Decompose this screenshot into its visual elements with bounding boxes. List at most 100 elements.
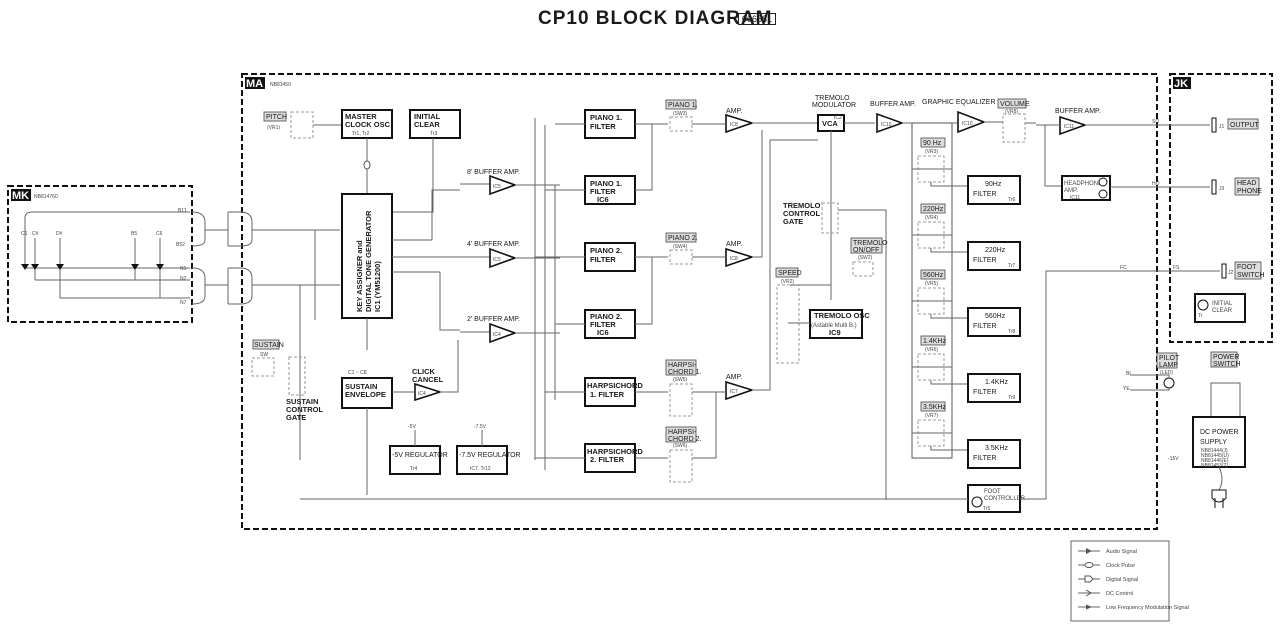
switch-label: HARPSI- bbox=[668, 362, 697, 369]
ic-label: IC10 bbox=[881, 122, 892, 128]
mk-key-matrix: C1 C# D# B5 C6 B11 B52 N1 N2 N7 bbox=[21, 208, 190, 306]
block-label: ENVELOPE bbox=[345, 390, 386, 399]
foot-switch-jack[interactable]: J2 FOOT SWITCH FS FC bbox=[1120, 261, 1265, 280]
graphic-equalizer-label: GRAPHIC EQUALIZER bbox=[922, 99, 996, 106]
legend-item-audio-signal: Audio Signal bbox=[1078, 548, 1137, 555]
legend-label: Low Frequency Modulation Signal bbox=[1106, 605, 1189, 611]
piano2-switch[interactable]: PIANO 2. (SW4) bbox=[665, 232, 698, 265]
block-ref: IC7, Tr12 bbox=[470, 466, 491, 472]
jack-label: PHONE bbox=[1237, 188, 1262, 195]
block-label: CONTROL bbox=[783, 209, 820, 218]
harpsichord1-switch[interactable]: HARPSI- CHORD 1. (SW5) bbox=[665, 359, 702, 417]
eq-filter-ref: Tr6 bbox=[1008, 197, 1016, 203]
ic-label: IC6 bbox=[597, 328, 609, 337]
legend-label: DC Control bbox=[1106, 591, 1133, 597]
eq-filter-label: FILTER bbox=[973, 455, 997, 462]
switch-ref: (SW3) bbox=[673, 111, 688, 117]
jack-label: HEAD bbox=[1237, 180, 1256, 187]
pin-label: SO bbox=[1152, 119, 1159, 125]
harpsichord2-switch[interactable]: HARPSI- CHORD 2. (SW6) bbox=[665, 426, 702, 483]
piano1-switch[interactable]: PIANO 1. (SW3) bbox=[665, 99, 698, 132]
eq-band-tag bbox=[920, 137, 946, 148]
volume-potentiometer[interactable]: VOLUME (VR8) bbox=[997, 98, 1030, 143]
clock-pulse-icon bbox=[1084, 562, 1094, 568]
jack-ref: J2 bbox=[1228, 270, 1234, 276]
eq-band-label: 3.5KHz bbox=[923, 404, 946, 411]
volume-label: VOLUME bbox=[1000, 101, 1030, 108]
pin-label: BL bbox=[1126, 371, 1132, 377]
pitch-tag bbox=[263, 111, 287, 122]
eq-filter-ref: Tr9 bbox=[1008, 395, 1016, 401]
sustain-control-gate bbox=[288, 356, 306, 396]
block-label: TREMOLO OSC bbox=[814, 311, 870, 320]
block-label: SUPPLY bbox=[1200, 439, 1227, 446]
block-label: PIANO 1. bbox=[590, 179, 622, 188]
eq-filter-block bbox=[967, 373, 1021, 403]
document-number: 006881 bbox=[738, 13, 777, 25]
output-jack[interactable]: J1 OUTPUT SO bbox=[1152, 117, 1260, 133]
block-label: HEADPHONE bbox=[1064, 181, 1102, 187]
legend-label: Audio Signal bbox=[1106, 549, 1137, 555]
block-label: HARPSICHORD bbox=[587, 381, 643, 390]
headphone-jack[interactable]: J3 HEAD PHONE HO bbox=[1152, 177, 1262, 196]
part-number: NB81445(U) bbox=[1201, 453, 1229, 459]
block-ref: Tr1, Tr2 bbox=[352, 131, 370, 137]
eq-filter-label: FILTER bbox=[973, 191, 997, 198]
ic-label: IC4 bbox=[493, 332, 501, 338]
ic-label: IC8 bbox=[730, 256, 738, 262]
block-label: BUFFER AMP. bbox=[1055, 108, 1101, 115]
connector-pin: N2 bbox=[180, 276, 187, 282]
audio-signal-icon bbox=[1086, 548, 1092, 554]
block-label: 8' BUFFER AMP. bbox=[467, 169, 520, 176]
switch-label: SWITCH bbox=[1213, 361, 1241, 368]
block-label: CLOCK OSC bbox=[345, 120, 391, 129]
block-label: (Astable Multi B.) bbox=[811, 323, 857, 329]
connector-pin: N7 bbox=[180, 300, 187, 306]
jk-badge bbox=[1173, 77, 1191, 89]
transistor-icon bbox=[1098, 177, 1108, 187]
pitch-potentiometer[interactable] bbox=[290, 111, 314, 139]
digital-signal-icon bbox=[1084, 575, 1094, 583]
block-label: PIANO 2. bbox=[590, 246, 622, 255]
block-label: SUSTAIN bbox=[345, 382, 377, 391]
block-label: BUFFER AMP. bbox=[870, 101, 916, 108]
eq-filter-freq: 560Hz bbox=[985, 313, 1006, 320]
initial-clear-block bbox=[409, 109, 461, 139]
eq-band-list: 90 Hz(VR3)90HzFILTERTr6220Hz(VR4)220HzFI… bbox=[912, 137, 1021, 469]
jk-board-outline bbox=[1169, 73, 1273, 343]
tremolo-control-gate bbox=[821, 202, 839, 234]
switch-label: ON/OFF bbox=[853, 247, 879, 254]
ic-label: IC7 bbox=[730, 389, 738, 395]
eq-band-tag bbox=[920, 269, 946, 280]
block-label: CLEAR bbox=[1212, 308, 1233, 314]
sustain-switch[interactable] bbox=[251, 357, 275, 377]
eq-bus bbox=[911, 122, 953, 459]
eq-filter-label: FILTER bbox=[973, 323, 997, 330]
pin-label: FC bbox=[1120, 265, 1127, 271]
eq-band-label: 220Hz bbox=[923, 206, 944, 213]
pin-label: YE bbox=[1123, 386, 1130, 392]
power-switch[interactable]: POWER SWITCH bbox=[1210, 351, 1241, 417]
tremolo-onoff-switch[interactable]: TREMOLO ON/OFF (SW2) bbox=[850, 237, 888, 277]
ic-label: IC10 bbox=[962, 121, 973, 127]
key-assigner-tone-generator-block bbox=[341, 193, 393, 319]
legend-label: Digital Signal bbox=[1106, 577, 1138, 583]
regulator-7-5v-block bbox=[456, 445, 508, 475]
ma-part-number: NB81450 bbox=[270, 82, 291, 88]
dc-control-icon bbox=[1085, 589, 1092, 597]
jack-label: SWITCH bbox=[1237, 272, 1265, 279]
block-ref: Tr bbox=[1198, 313, 1203, 319]
block-label: PIANO 2. bbox=[590, 312, 622, 321]
legend-item-clock-pulse: Clock Pulse bbox=[1078, 562, 1135, 569]
pin-label: FS bbox=[1173, 265, 1180, 271]
block-label: -5V REGULATOR bbox=[392, 452, 448, 459]
speed-potentiometer[interactable]: SPEED (VR2) bbox=[775, 267, 802, 364]
connector-pin: B52 bbox=[176, 242, 185, 248]
block-label: AMP. bbox=[726, 241, 742, 248]
amp-ic8-lower: AMP. IC8 bbox=[725, 241, 755, 268]
eq-filter-block bbox=[967, 175, 1021, 205]
eq-band-ref: (VR4) bbox=[925, 215, 938, 221]
block-label: GATE bbox=[286, 413, 306, 422]
pitch-label: PITCH bbox=[266, 114, 287, 121]
